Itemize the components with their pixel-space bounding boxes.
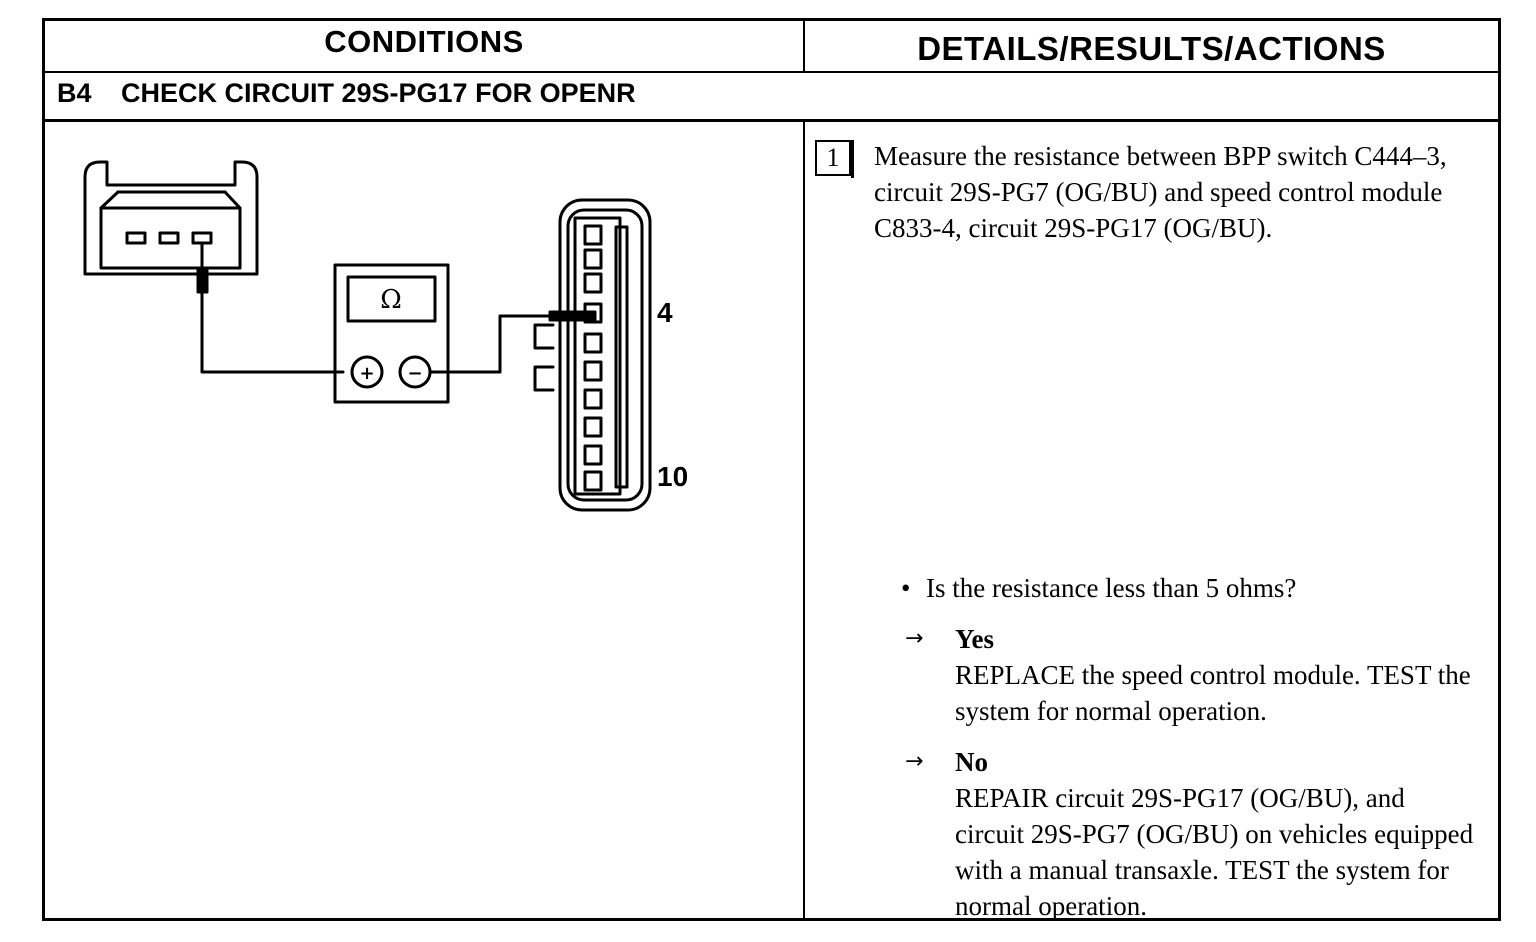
bpp-switch-connector-icon (83, 160, 259, 276)
pin-label-4: 4 (657, 297, 673, 328)
step-id: B4 (57, 78, 92, 108)
conditions-header: CONDITIONS (45, 21, 805, 71)
meter-plus-terminal: + (359, 363, 374, 384)
bullet-icon: • (901, 573, 911, 603)
ohmmeter-icon (333, 263, 562, 404)
diagnostic-table: CONDITIONS DETAILS/RESULTS/ACTIONS B4 CH… (42, 18, 1501, 921)
outcome-label: No (955, 747, 988, 777)
module-probe (548, 310, 597, 322)
wiring-diagram: Ω + − 4 10 (83, 160, 688, 512)
step-number-box: 1 (815, 140, 851, 176)
step-number-shadow (851, 140, 854, 178)
outcome-action: REPAIR circuit 29S-PG17 (OG/BU), and cir… (955, 783, 1474, 921)
details-header: DETAILS/RESULTS/ACTIONS (917, 30, 1386, 67)
conditions-cell: Ω + − 4 10 (45, 122, 805, 918)
ohm-symbol: Ω (380, 285, 402, 315)
arrow-right-icon: → (905, 626, 924, 651)
outcome-action: REPLACE the speed control module. TEST t… (955, 660, 1471, 726)
instruction-text: Measure the resistance between BPP switc… (874, 141, 1447, 243)
details-cell: 1 Measure the resistance between BPP swi… (805, 122, 1498, 921)
pin-label-10: 10 (657, 461, 688, 492)
step-title: CHECK CIRCUIT 29S-PG17 FOR OPENR (121, 78, 636, 108)
speed-control-module-connector-icon (533, 198, 652, 512)
step-title-row: B4 CHECK CIRCUIT 29S-PG17 FOR OPENR (45, 71, 1498, 122)
switch-probe (196, 268, 345, 374)
outcome-label: Yes (955, 624, 994, 654)
arrow-right-icon: → (905, 749, 924, 774)
meter-minus-terminal: − (407, 363, 422, 384)
question-text: Is the resistance less than 5 ohms? (926, 573, 1297, 603)
header-row: CONDITIONS DETAILS/RESULTS/ACTIONS (45, 21, 1498, 73)
